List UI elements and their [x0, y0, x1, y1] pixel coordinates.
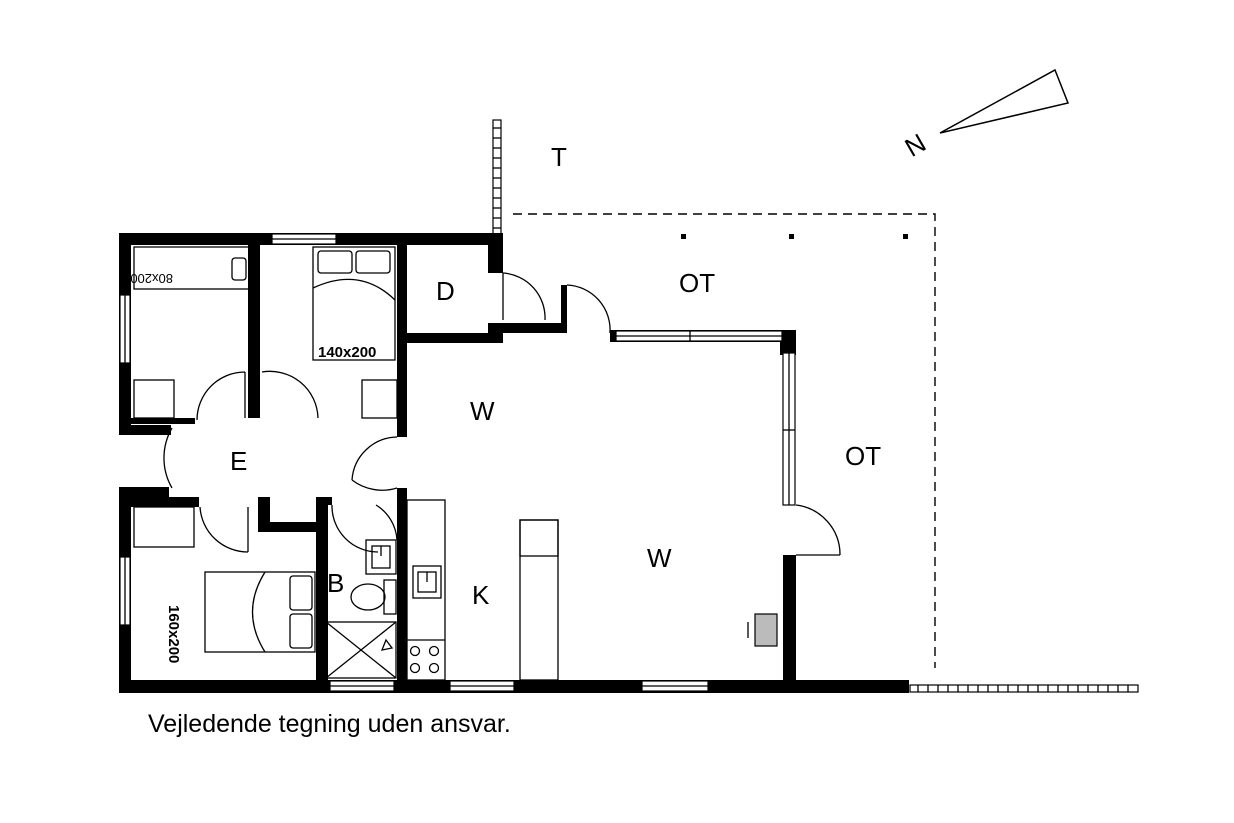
room-label-depot: D [436, 276, 455, 306]
kitchen-counter [406, 499, 446, 681]
room-label-kitchen: K [472, 580, 490, 610]
bed-double-lower-label: 160x200 [165, 605, 182, 663]
room-label-entrance: E [230, 446, 247, 476]
bathroom-fixtures [325, 539, 397, 679]
roof-overhang-outline [513, 213, 936, 668]
room-label-living-lower: W [647, 543, 672, 573]
stove-burner [409, 645, 421, 657]
furniture-small [133, 379, 398, 548]
terrace-fence [492, 119, 502, 237]
bed-double-upper: 140x200 [312, 246, 396, 361]
room-label-bathroom: B [327, 568, 344, 598]
room-label-terrace: T [551, 142, 567, 172]
room-label-covered-terrace-right: OT [845, 441, 881, 471]
bed-single: 80x200 [130, 246, 251, 290]
toilet-bowl [350, 583, 386, 611]
bath-sink [365, 539, 397, 575]
windows [119, 233, 796, 692]
walls [119, 233, 909, 693]
bed-double-lower: 160x200 [165, 571, 316, 663]
room-label-covered-terrace-top: OT [679, 268, 715, 298]
compass-needle [939, 68, 1070, 134]
toilet-tank [383, 579, 397, 615]
compass-north-label: N [900, 127, 931, 162]
compass: N [900, 68, 1070, 163]
room-labels: T OT OT D W W E B K [230, 142, 881, 610]
room-label-living-upper: W [470, 396, 495, 426]
disclaimer-text: Vejledende tegning uden ansvar. [148, 710, 511, 738]
shower [325, 621, 397, 679]
bed-double-upper-label: 140x200 [318, 344, 376, 361]
doors [163, 272, 841, 556]
ground-fence [909, 684, 1139, 693]
kitchen-sink [412, 565, 442, 599]
bed-single-label: 80x200 [130, 271, 173, 286]
heater [747, 613, 778, 647]
kitchen-island [519, 519, 559, 681]
